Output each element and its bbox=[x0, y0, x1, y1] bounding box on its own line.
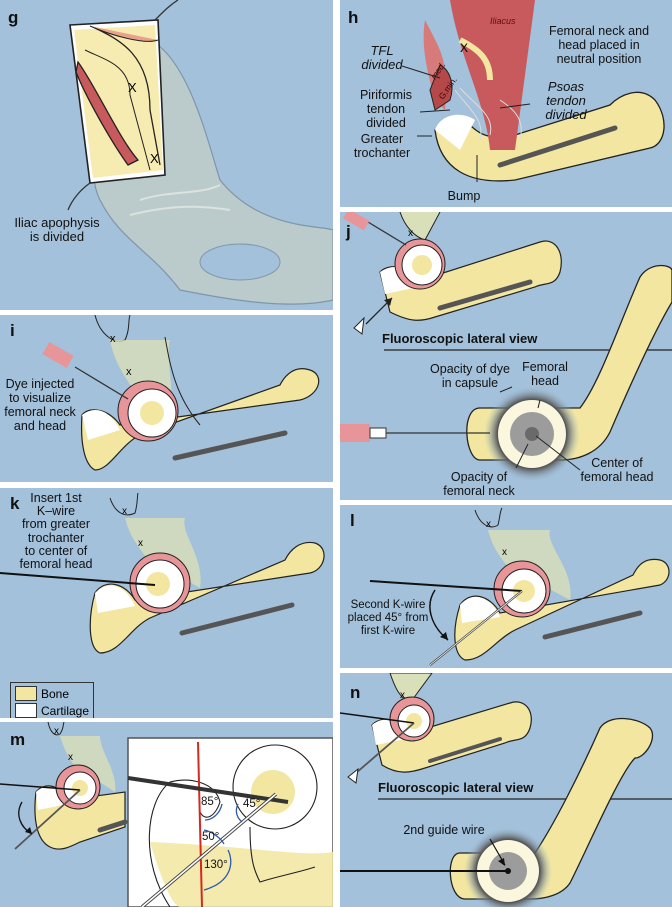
marker-x: X bbox=[460, 41, 468, 55]
suture bbox=[154, 0, 179, 21]
legend-swatch-bone bbox=[15, 686, 37, 701]
needle bbox=[367, 221, 407, 246]
obturator-foramen bbox=[199, 243, 281, 281]
panel-h-illustration: Iliacus med. G.min. X bbox=[401, 0, 665, 182]
femur bbox=[80, 368, 320, 471]
iliac-muscle bbox=[75, 60, 140, 166]
annotation-center-femoral-head: Center of femoral head bbox=[580, 456, 654, 484]
annotation-bump: Bump bbox=[447, 189, 481, 203]
panel-label: g bbox=[8, 8, 19, 27]
needle bbox=[74, 366, 129, 400]
marker-x: x bbox=[138, 538, 143, 549]
annotation-femoral-neck: Femoral neck and head placed in neutral … bbox=[548, 24, 650, 66]
k-wire-1 bbox=[0, 783, 81, 791]
femur bbox=[454, 558, 670, 661]
eye-icon bbox=[353, 316, 365, 335]
annotation-2nd-guide-wire: 2nd guide wire bbox=[403, 823, 485, 837]
angle-85: 85° bbox=[201, 796, 219, 808]
panel-h: Iliacus med. G.min. X h TFL divided Piri… bbox=[340, 0, 672, 207]
k-wire-1 bbox=[340, 712, 415, 724]
annotation-iliac-apophysis: Iliac apophysis is divided bbox=[14, 215, 100, 244]
panel-j: x j Fluoroscopic lateral view Opacity of… bbox=[340, 212, 672, 500]
fluoroscopic-view-title: Fluoroscopic lateral view bbox=[382, 331, 538, 346]
marker-x: x bbox=[68, 752, 73, 763]
annotation-insert-k-wire: Insert 1st K–wire from greater trochante… bbox=[19, 491, 93, 572]
fluoroscopic-view-title: Fluoroscopic lateral view bbox=[378, 780, 534, 795]
panel-i: x x i Dye injected to visualize femoral … bbox=[0, 315, 333, 482]
angle-inset bbox=[127, 737, 333, 907]
marker-x: x bbox=[110, 333, 116, 345]
angle-50: 50° bbox=[202, 831, 220, 843]
marker-x: x bbox=[502, 547, 507, 558]
panel-label: h bbox=[348, 8, 359, 27]
marker-x: x bbox=[126, 366, 132, 378]
panel-m-illustration: x x bbox=[0, 722, 333, 907]
angle-130: 130° bbox=[204, 859, 228, 871]
marker-x: X bbox=[128, 80, 137, 95]
annotation-piriformis: Piriformis tendon divided bbox=[359, 88, 413, 130]
legend: Bone Cartilage bbox=[10, 682, 95, 718]
legend-item-cartilage: Cartilage bbox=[15, 702, 89, 718]
k-wire-1 bbox=[369, 580, 523, 592]
marker-x: x bbox=[408, 228, 413, 239]
annotation-femoral-neck: Opacity of femoral neck bbox=[443, 470, 515, 498]
panel-m: x x m 85° 45° 50° 130° bbox=[0, 722, 333, 907]
annotation-femoral-head: Femoral head bbox=[522, 360, 568, 388]
annotation-tfl: TFL divided bbox=[361, 43, 403, 72]
annotation-second-k-wire: Second K-wire placed 45° from first K-wi… bbox=[347, 599, 429, 637]
legend-label-bone: Bone bbox=[41, 686, 70, 701]
panel-label: k bbox=[10, 494, 20, 513]
panel-l: x x l Second K-wire placed 45° from firs… bbox=[340, 505, 672, 668]
k-wire-1-inset bbox=[127, 776, 289, 804]
annotation-dye-capsule: Opacity of dye in capsule bbox=[430, 362, 510, 390]
marker-x: x bbox=[54, 726, 59, 737]
panel-label: m bbox=[10, 730, 26, 749]
panel-l-illustration: x x bbox=[369, 507, 670, 666]
legend-item-bone: Bone bbox=[15, 685, 89, 702]
panel-k-illustration: x x bbox=[0, 492, 325, 654]
panel-label: j bbox=[346, 222, 351, 241]
marker-x: x bbox=[122, 506, 127, 517]
reference-line bbox=[197, 741, 203, 907]
suture bbox=[67, 182, 91, 211]
annotation-psoas: Psoas tendon divided bbox=[545, 79, 587, 122]
panel-label: l bbox=[350, 511, 355, 530]
rotation-arrow bbox=[429, 589, 449, 641]
panel-g-illustration: X X bbox=[67, 0, 333, 305]
eye-icon bbox=[347, 767, 359, 784]
annotation-dye-injected: Dye injected to visualize femoral neck a… bbox=[4, 377, 76, 433]
annotation-greater-trochanter: Greater trochanter bbox=[353, 132, 411, 160]
syringe bbox=[42, 341, 74, 369]
panel-n-illustration: x bbox=[340, 673, 672, 907]
panel-label: i bbox=[10, 321, 15, 340]
marker-x: x bbox=[486, 519, 491, 530]
legend-swatch-cartilage bbox=[15, 703, 37, 718]
marker-x: X bbox=[150, 151, 159, 166]
angle-45: 45° bbox=[243, 798, 261, 810]
panel-k: x x k Insert 1st K–wire from greater tro… bbox=[0, 488, 333, 718]
femoral-head-bone bbox=[140, 401, 164, 425]
femoral-head-center bbox=[525, 427, 539, 441]
k-wire-1 bbox=[0, 572, 156, 586]
label-iliacus: Iliacus bbox=[490, 16, 516, 26]
legend-label-cartilage: Cartilage bbox=[41, 703, 90, 718]
syringe bbox=[340, 424, 370, 442]
k-wire-2 bbox=[355, 722, 415, 774]
marker-x: x bbox=[400, 690, 405, 701]
panel-g: X X g Iliac apophysis is divided bbox=[0, 0, 333, 310]
panel-label: n bbox=[350, 683, 361, 702]
panel-j-illustration: x bbox=[340, 212, 672, 482]
k-wire-2 bbox=[14, 789, 81, 850]
g-min-muscle bbox=[429, 64, 453, 111]
panel-n: x n Fluoroscopic lateral view 2nd guide … bbox=[340, 673, 672, 907]
panel-i-illustration: x x bbox=[42, 315, 320, 471]
